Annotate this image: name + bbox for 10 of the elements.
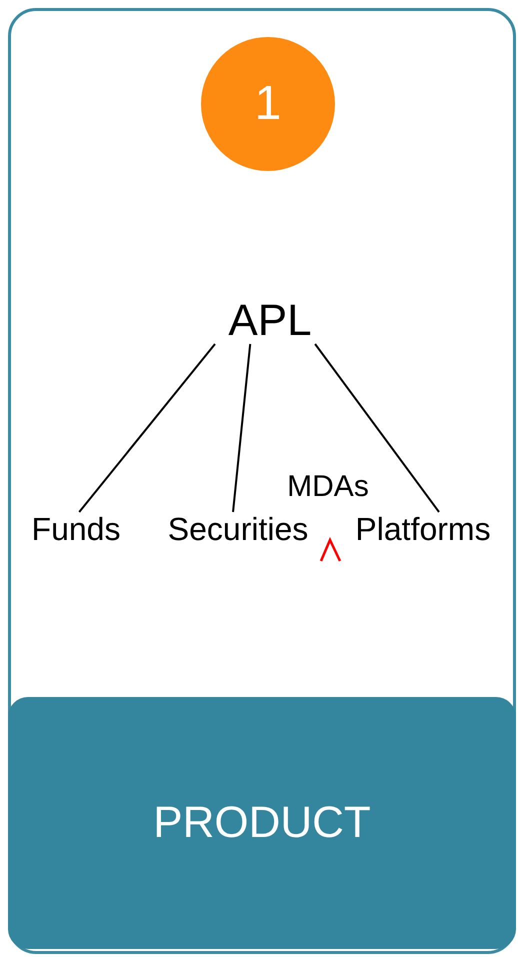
product-banner: PRODUCT <box>8 697 516 949</box>
connector-line <box>314 343 440 513</box>
number-badge: 1 <box>201 37 335 171</box>
connector-line <box>78 343 216 513</box>
connector-line <box>232 344 252 512</box>
branch-label: Platforms <box>343 512 503 546</box>
branch-label: Securities <box>155 512 321 546</box>
inserted-text: MDAs <box>286 471 370 503</box>
root-label: APL <box>215 298 325 344</box>
branch-label: Funds <box>22 512 130 546</box>
